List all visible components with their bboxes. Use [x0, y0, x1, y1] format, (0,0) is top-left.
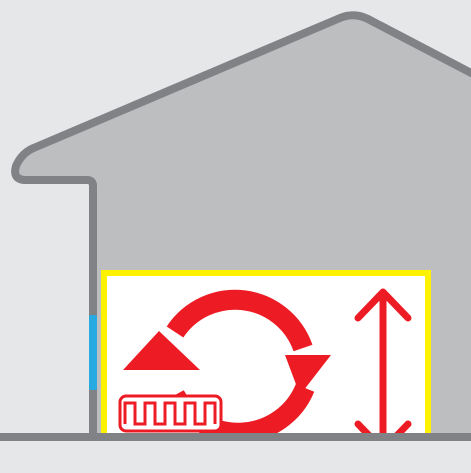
ground-line: [0, 433, 471, 441]
ground-area: [0, 436, 471, 473]
heating-element-icon: [120, 396, 221, 431]
window-strip-icon: [89, 315, 97, 390]
